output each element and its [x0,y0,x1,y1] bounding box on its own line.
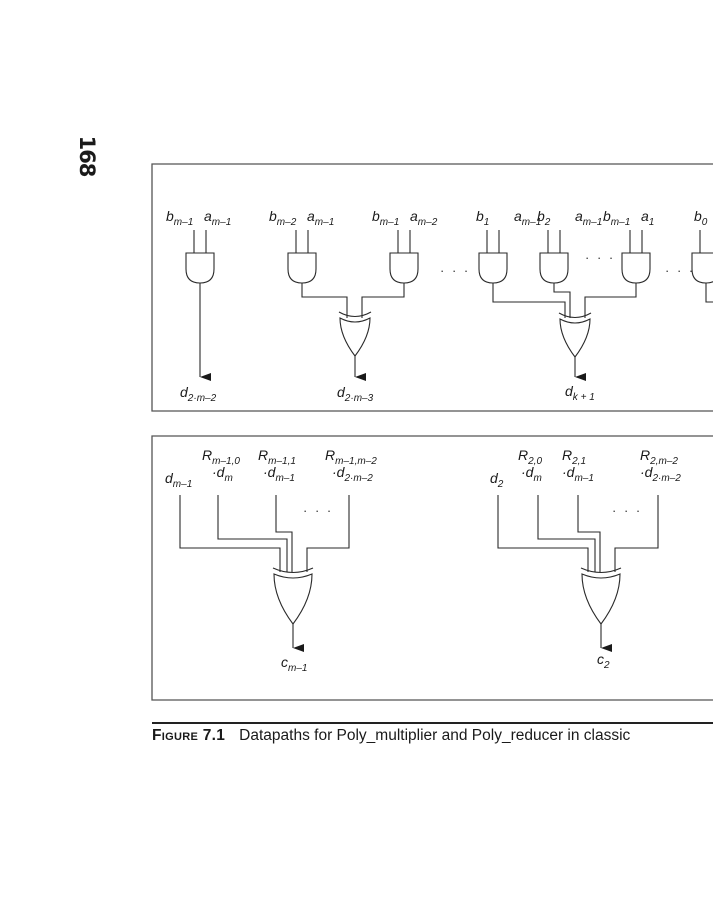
and-input-label: am–1 [307,208,334,228]
wire [705,283,713,303]
wire [584,283,637,318]
and-input-label: am–1 [204,208,231,228]
reducer-input-label: Rm–1,1 [258,447,296,467]
reducer-input-label: Rm–1,m–2 [325,447,377,467]
and-input-label: bm–2 [269,208,297,228]
wire [275,495,293,572]
ellipsis: · · · [440,263,470,278]
ellipsis: · · · [665,263,695,278]
reducer-output-label: cm–1 [281,654,307,674]
wire [577,495,601,572]
and-input-label: b0 [694,208,708,228]
and-input-label: am–1 [514,208,541,228]
reducer-input-label: dm–1 [165,470,192,490]
reducer-input-label: ·dm [212,464,233,484]
and-input-label: bm–1 [603,208,630,228]
ellipsis: · · · [585,250,615,265]
reducer-input-label: R2,m–2 [640,447,678,467]
and-input-label: am–2 [410,208,438,228]
output-label: d2·m–3 [337,384,374,404]
reducer-input-label: ·dm–1 [263,464,295,484]
xor-gate [558,312,592,358]
ellipsis: · · · [612,503,642,518]
wire [537,495,596,572]
reducer-input-label: ·d2·m–2 [332,464,373,484]
figure-label: Figure 7.1 [152,727,226,744]
reducer-output-label: c2 [597,651,610,671]
wire [217,495,288,572]
xor-gate [580,567,622,625]
and-gate [287,252,317,284]
top-panel-frame [151,163,713,412]
reducer-input-label: R2,1 [562,447,586,467]
and-input-label: bm–1 [166,208,193,228]
and-gate [478,252,508,284]
wire [361,283,405,318]
and-input-label: bm–1 [372,208,399,228]
reducer-input-label: d2 [490,470,504,490]
reducer-input-label: ·dm [521,464,542,484]
and-input-label: b1 [476,208,489,228]
wire [492,283,566,318]
and-input-label: a1 [641,208,654,228]
bottom-panel-frame [151,435,713,701]
wire [306,495,350,572]
wire [553,283,571,318]
and-input-label: am–1 [575,208,602,228]
wire [179,495,281,572]
wire [497,495,589,572]
wire [614,495,659,572]
and-gate [389,252,419,284]
and-gate [185,252,215,284]
and-gate [621,252,651,284]
reducer-input-label: R2,0 [518,447,542,467]
reducer-input-label: Rm–1,0 [202,447,240,467]
and-input-label: b2 [537,208,551,228]
figure-caption: Figure 7.1 Datapaths for Poly_multiplier … [152,722,713,745]
and-gate [691,252,713,284]
xor-gate [272,567,314,625]
output-label: dk + 1 [565,383,595,403]
xor-gate [338,311,372,357]
output-label: d2·m–2 [180,384,217,404]
and-gate [539,252,569,284]
reducer-input-label: ·dm–1 [562,464,594,484]
reducer-input-label: ·d2·m–2 [640,464,681,484]
ellipsis: · · · [303,503,333,518]
caption-text: Datapaths for Poly_multiplier and Poly_r… [239,727,631,744]
wire [301,283,348,318]
